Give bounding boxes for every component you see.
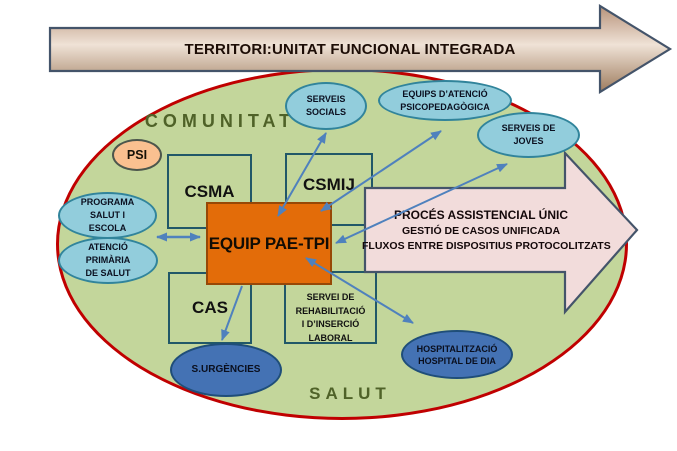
programa-salut-line: SALUT I xyxy=(90,210,125,220)
programa-salut-line: PROGRAMA xyxy=(80,197,135,207)
proces-arrow-line1: PROCÉS ASSISTENCIAL ÚNIC xyxy=(393,208,569,222)
equips-atencio-line: EQUIPS D’ATENCIÓ xyxy=(402,88,488,99)
territori-arrow-label: TERRITORI:UNITAT FUNCIONAL INTEGRADA xyxy=(184,41,516,58)
urgencies-line: S.URGÈNCIES xyxy=(191,364,261,375)
hospitalitzacio-ellipse: HOSPITALITZACIÓ HOSPITAL DE DIA xyxy=(401,330,513,379)
servei-rehabilitacio-line: SERVEI DE xyxy=(306,292,355,302)
urgencies-ellipse: S.URGÈNCIES xyxy=(170,343,282,397)
hospitalitzacio-line: HOSPITALITZACIÓ xyxy=(416,343,498,354)
proces-arrow-text: PROCÉS ASSISTENCIAL ÚNIC GESTIÓ DE CASOS… xyxy=(362,207,611,254)
salut-zone-label: SALUT xyxy=(309,384,391,403)
proces-arrow-line2: GESTIÓ DE CASOS UNIFICADA xyxy=(401,225,561,237)
proces-arrow-line3: FLUXOS ENTRE DISPOSITIUS PROTOCOLITZATS xyxy=(362,240,611,252)
servei-rehabilitacio-line: REHABILITACIÓ xyxy=(295,305,366,316)
serveis-joves-line: SERVEIS DE xyxy=(501,123,556,133)
equips-atencio-line: PSICOPEDAGÒGICA xyxy=(400,101,490,112)
csmij-box-label: CSMIJ xyxy=(303,175,355,194)
servei-rehabilitacio-line: I D’INSERCIÓ xyxy=(301,319,360,329)
equip-pae-tpi-box: EQUIP PAE-TPI xyxy=(206,202,332,285)
csma-box-label: CSMA xyxy=(184,181,235,201)
atencio-primaria-line: ATENCIÓ xyxy=(88,242,128,252)
serveis-joves-ellipse: SERVEIS DE JOVES xyxy=(477,112,580,158)
atencio-primaria-line: DE SALUT xyxy=(85,268,131,278)
cas-box-label: CAS xyxy=(192,298,228,317)
equip-pae-tpi-label: EQUIP PAE-TPI xyxy=(208,233,330,253)
psi-label: PSI xyxy=(126,148,148,162)
serveis-joves-line: JOVES xyxy=(513,136,544,146)
serveis-socials-ellipse: SERVEIS SOCIALS xyxy=(285,82,367,130)
programa-salut-line: ESCOLA xyxy=(88,223,127,233)
psi-ellipse: PSI xyxy=(112,139,162,171)
programa-salut-escola-ellipse: PROGRAMA SALUT I ESCOLA xyxy=(58,192,157,239)
servei-rehabilitacio-line: LABORAL xyxy=(308,332,353,343)
atencio-primaria-ellipse: ATENCIÓ PRIMÀRIA DE SALUT xyxy=(58,237,158,284)
equips-atencio-ellipse: EQUIPS D’ATENCIÓ PSICOPEDAGÒGICA xyxy=(378,80,512,121)
comunitat-zone-label: COMUNITAT xyxy=(144,110,296,131)
hospitalitzacio-line: HOSPITAL DE DIA xyxy=(418,355,496,366)
atencio-primaria-line: PRIMÀRIA xyxy=(85,255,131,265)
serveis-socials-line: SERVEIS xyxy=(306,94,346,104)
serveis-socials-line: SOCIALS xyxy=(305,107,346,117)
